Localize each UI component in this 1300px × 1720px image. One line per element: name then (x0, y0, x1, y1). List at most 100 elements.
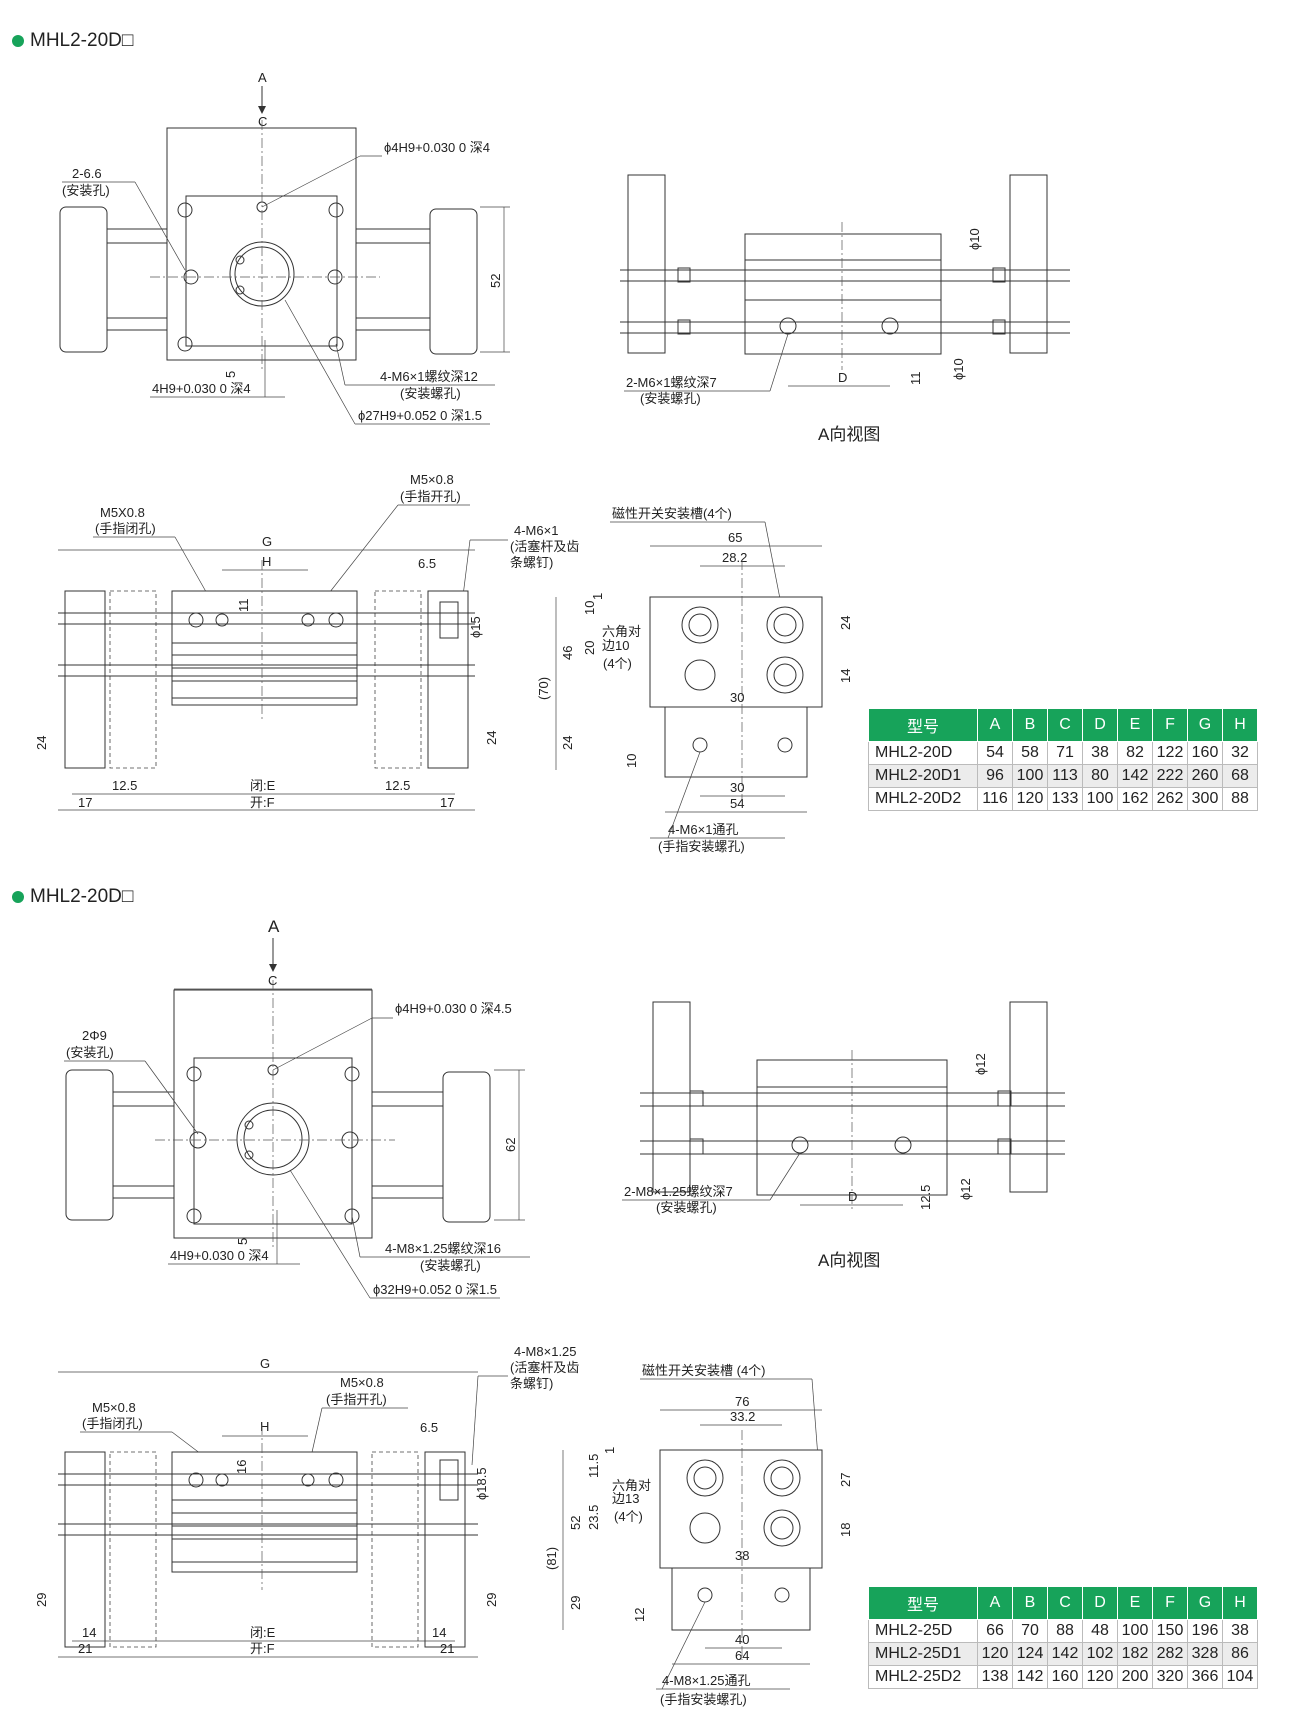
s1-f-m5-open: M5×0.8 (410, 472, 454, 487)
table-cell: 102 (1082, 1642, 1118, 1666)
s2-f-piston: 4-M8×1.25 (514, 1344, 577, 1359)
s1-f-m5-close: M5X0.8 (100, 505, 145, 520)
s1-f-dim65: 6.5 (418, 556, 436, 571)
s2-th-f: F (1152, 1586, 1188, 1620)
table-row: MHL2-20D2 116 120 133 100 162 262 300 88 (868, 787, 1258, 811)
s1-th-model: 型号 (868, 708, 978, 742)
s2-f-dim-h: H (260, 1419, 269, 1434)
table-cell: 160 (1187, 741, 1223, 765)
s2-s-hex-n: (4个) (614, 1509, 643, 1524)
s1-f-dim24b: 24 (484, 731, 499, 745)
table-cell: 38 (1222, 1619, 1258, 1643)
s1-s-hex-n: (4个) (603, 656, 632, 671)
table-row: MHL2-25D1 120 124 142 102 182 282 328 86 (868, 1642, 1258, 1666)
s1-f-phi15: ϕ15 (468, 616, 483, 638)
s2-a-dim125: 12.5 (918, 1185, 933, 1210)
s2-f-m5-close: M5×0.8 (92, 1400, 136, 1415)
s2-label-holes-note: (安装孔) (66, 1045, 114, 1060)
s2-f-m5-open-note: (手指开孔) (326, 1392, 387, 1407)
s1-f-dim125b: 12.5 (385, 778, 410, 793)
s1-dim-52: 52 (488, 274, 503, 288)
table-cell: 260 (1187, 764, 1223, 788)
table-cell: 262 (1152, 787, 1188, 811)
s2-f-piston-note1: (活塞杆及齿 (510, 1360, 579, 1375)
s2-s-dim29: 29 (568, 1596, 583, 1610)
s2-s-dim12: 12 (632, 1608, 647, 1622)
s2-s-w76: 76 (735, 1394, 749, 1409)
s1-th-a: A (977, 708, 1013, 742)
table-cell: 282 (1152, 1642, 1188, 1666)
s1-label-screw-note: (安装螺孔) (400, 386, 461, 401)
table-cell: 88 (1222, 787, 1258, 811)
s2-th-c: C (1047, 1586, 1083, 1620)
s1-s-dim1: 1 (590, 593, 605, 600)
s2-s-w332: 33.2 (730, 1409, 755, 1424)
s2-table-header: 型号 A B C D E F G H (868, 1586, 1258, 1620)
s1-s-thru: 4-M6×1通孔 (668, 822, 738, 837)
s1-label-pin-bottom: 4H9+0.030 0 深4 (152, 381, 251, 396)
s1-f-piston-note1: (活塞杆及齿 (510, 539, 579, 554)
s2-s-dim18: 18 (838, 1523, 853, 1537)
s2-f-open-f: 开:F (250, 1641, 275, 1656)
s2-f-m5-open: M5×0.8 (340, 1375, 384, 1390)
s2-s-thru: 4-M8×1.25通孔 (662, 1673, 751, 1688)
s1-spec-table: 型号 A B C D E F G H MHL2-20D 54 58 71 38 … (868, 708, 1258, 811)
table-cell: 196 (1187, 1619, 1223, 1643)
table-cell: 366 (1187, 1665, 1223, 1689)
table-cell: 120 (977, 1642, 1013, 1666)
table-cell: 182 (1117, 1642, 1153, 1666)
s2-f-dim14: 14 (82, 1625, 96, 1640)
bullet-icon (12, 35, 24, 47)
section1-title: MHL2-20D□ (12, 30, 133, 52)
table-cell: 133 (1047, 787, 1083, 811)
s2-side-view: 磁性开关安装槽 (4个) 76 33.2 1 11.5 23.5 52 (81)… (544, 1363, 853, 1707)
table-cell: 142 (1117, 764, 1153, 788)
s1-s-dim20: 20 (582, 641, 597, 655)
s1-f-close-e: 闭:E (250, 778, 276, 793)
s1-s-body (649, 596, 823, 708)
s2-s-dim38: 38 (735, 1548, 749, 1563)
section2-drawings: A C B A 62 2Φ9 (安装孔) ϕ4H9+0.030 0 深4.5 (34, 917, 1065, 1707)
s1-th-e: E (1117, 708, 1153, 742)
s2-f-dim65: 6.5 (420, 1420, 438, 1435)
table-cell: 122 (1152, 741, 1188, 765)
s2-s-hex: 六角对 (612, 1478, 651, 1493)
table-cell: 142 (1047, 1642, 1083, 1666)
bullet-icon (12, 891, 24, 903)
s1-s-dim24: 24 (838, 616, 853, 630)
s2-s-dim115: 11.5 (586, 1454, 601, 1478)
s2-th-b: B (1012, 1586, 1048, 1620)
table-cell: 320 (1152, 1665, 1188, 1689)
table-cell: 54 (977, 741, 1013, 765)
table-cell: 86 (1222, 1642, 1258, 1666)
section2-title: MHL2-20D□ (12, 886, 133, 908)
s1-s-hex: 六角对 (602, 624, 641, 639)
s1-th-f: F (1152, 708, 1188, 742)
table-cell: 82 (1117, 741, 1153, 765)
s2-f-dim16: 16 (234, 1460, 249, 1474)
table-cell: 150 (1152, 1619, 1188, 1643)
s2-th-e: E (1117, 1586, 1153, 1620)
table-cell: MHL2-20D1 (868, 764, 978, 788)
s1-s-w65: 65 (728, 530, 742, 545)
table-cell: 80 (1082, 764, 1118, 788)
table-cell: 100 (1082, 787, 1118, 811)
table-cell: 138 (977, 1665, 1013, 1689)
s2-f-dim21b: 21 (440, 1641, 454, 1656)
table-cell: 162 (1117, 787, 1153, 811)
s1-th-b: B (1012, 708, 1048, 742)
table-cell: 116 (977, 787, 1013, 811)
s1-table-header: 型号 A B C D E F G H (868, 708, 1258, 742)
s2-a-dim-d: D (848, 1189, 857, 1204)
s2-spec-table: 型号 A B C D E F G H MHL2-25D 66 70 88 48 … (868, 1586, 1258, 1689)
s2-label-bore: ϕ32H9+0.052 0 深1.5 (373, 1282, 497, 1297)
s1-f-piston-note2: 条螺钉) (510, 555, 553, 570)
s2-label-pin-bottom: 4H9+0.030 0 深4 (170, 1248, 269, 1263)
table-row: MHL2-20D 54 58 71 38 82 122 160 32 (868, 741, 1258, 765)
s1-f-dim17b: 17 (440, 795, 454, 810)
s2-th-model: 型号 (868, 1586, 978, 1620)
table-cell: 142 (1012, 1665, 1048, 1689)
s2-s-dim64: 64 (735, 1648, 749, 1663)
section1-drawings: A C B A 52 2-6.6 (安装孔) (34, 70, 1070, 854)
s1-dim-5: 5 (223, 371, 238, 378)
